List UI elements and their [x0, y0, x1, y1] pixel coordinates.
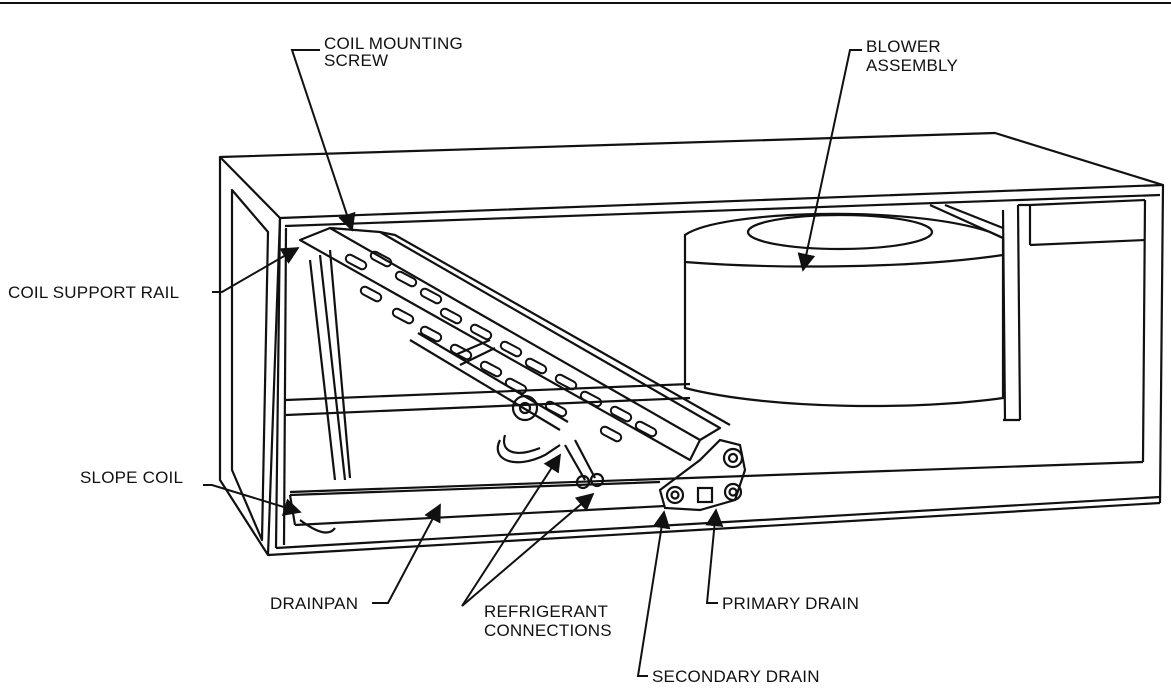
label-coil-support-rail: COIL SUPPORT RAIL — [8, 283, 180, 302]
label-drainpan: DRAINPAN — [270, 594, 359, 613]
drain-fitting — [658, 438, 747, 512]
leader-lines — [203, 49, 862, 677]
label-primary-drain: PRIMARY DRAIN — [722, 594, 860, 613]
blower-assembly — [683, 212, 1005, 408]
label-coil-mounting-screw-line1: COIL MOUNTING — [324, 34, 463, 53]
label-slope-coil: SLOPE COIL — [80, 468, 184, 487]
label-blower-assembly-line1: BLOWER — [866, 37, 941, 56]
label-blower-assembly-line2: ASSEMBLY — [866, 56, 958, 75]
refrigerant-tubes — [409, 332, 605, 490]
label-refrigerant-connections-line1: REFRIGERANT — [484, 602, 609, 621]
label-coil-mounting-screw-line2: SCREW — [324, 51, 389, 70]
label-refrigerant-connections-line2: CONNECTIONS — [484, 621, 612, 640]
label-secondary-drain: SECONDARY DRAIN — [652, 667, 820, 686]
drain-pan — [288, 480, 666, 534]
slope-coil — [298, 226, 731, 481]
